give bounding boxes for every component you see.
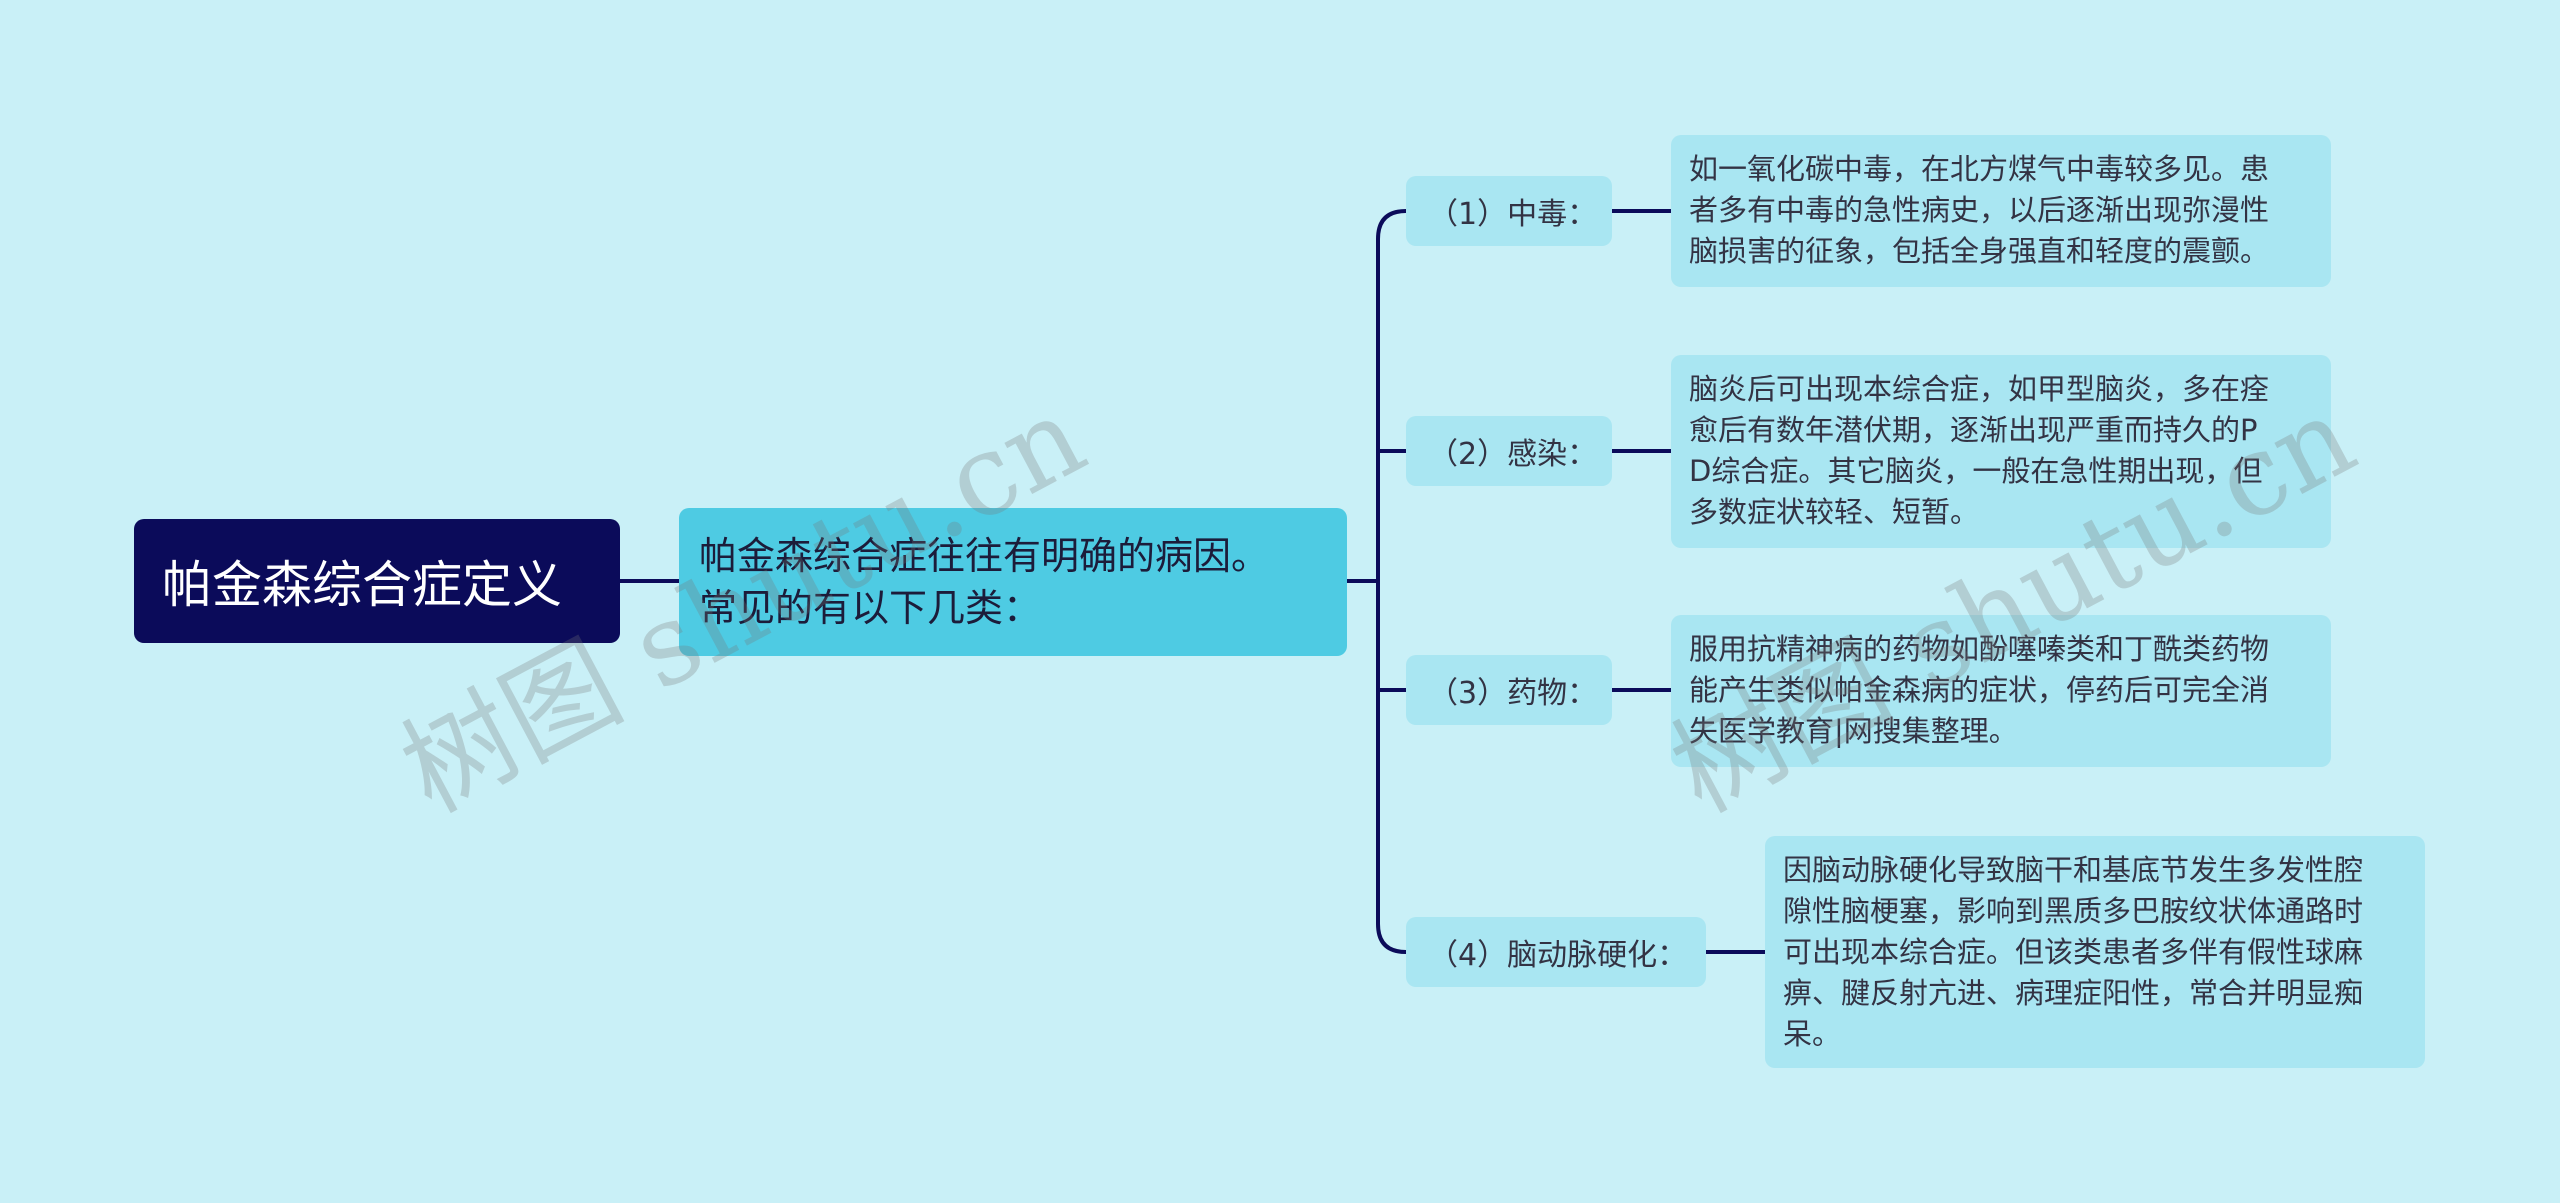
branch-label: （3）药物：	[1428, 676, 1598, 711]
root-topic-text: 帕金森综合症定义	[162, 556, 562, 614]
detail-line: 痹、腱反射亢进、病理症阳性，常合并明显痴	[1783, 976, 2364, 1010]
detail-line: 多数症状较轻、短暂。	[1689, 495, 1980, 529]
detail-line: 可出现本综合症。但该类患者多伴有假性球麻	[1783, 935, 2364, 969]
detail-line: 隙性脑梗塞，影响到黑质多巴胺纹状体通路时	[1783, 894, 2364, 928]
detail-line: 因脑动脉硬化导致脑干和基底节发生多发性腔	[1783, 853, 2364, 887]
main-topic-line: 常见的有以下几类：	[699, 586, 1042, 630]
detail-line: 呆。	[1783, 1017, 1842, 1051]
branch-topic-poisoning[interactable]: （1）中毒：	[1406, 176, 1612, 246]
branch-label: （1）中毒：	[1428, 197, 1598, 232]
root-topic[interactable]: 帕金森综合症定义	[134, 519, 620, 643]
detail-infection[interactable]: 脑炎后可出现本综合症，如甲型脑炎，多在痊 愈后有数年潜伏期，逐渐出现严重而持久的…	[1671, 355, 2331, 548]
detail-line: 如一氧化碳中毒，在北方煤气中毒较多见。患	[1689, 152, 2270, 186]
detail-line: 能产生类似帕金森病的症状，停药后可完全消	[1689, 673, 2270, 707]
trunk-connector	[1376, 209, 1408, 954]
detail-line: 脑炎后可出现本综合症，如甲型脑炎，多在痊	[1689, 372, 2270, 406]
branch-topic-arteriosclerosis[interactable]: （4）脑动脉硬化：	[1406, 917, 1706, 987]
detail-line: D综合症。其它脑炎，一般在急性期出现，但	[1689, 454, 2263, 488]
branch-label: （4）脑动脉硬化：	[1428, 938, 1688, 973]
branch-topic-infection[interactable]: （2）感染：	[1406, 416, 1612, 486]
detail-drugs[interactable]: 服用抗精神病的药物如酚噻嗪类和丁酰类药物 能产生类似帕金森病的症状，停药后可完全…	[1671, 615, 2331, 767]
detail-poisoning[interactable]: 如一氧化碳中毒，在北方煤气中毒较多见。患 者多有中毒的急性病史，以后逐渐出现弥漫…	[1671, 135, 2331, 287]
detail-line: 者多有中毒的急性病史，以后逐渐出现弥漫性	[1689, 193, 2270, 227]
detail-line: 失医学教育|网搜集整理。	[1689, 714, 2018, 748]
detail-line: 愈后有数年潜伏期，逐渐出现严重而持久的P	[1689, 413, 2258, 447]
detail-line: 脑损害的征象，包括全身强直和轻度的震颤。	[1689, 234, 2270, 268]
detail-line: 服用抗精神病的药物如酚噻嗪类和丁酰类药物	[1689, 632, 2270, 666]
branch-topic-drugs[interactable]: （3）药物：	[1406, 655, 1612, 725]
branch-label: （2）感染：	[1428, 437, 1598, 472]
main-topic-line: 帕金森综合症往往有明确的病因。	[699, 534, 1270, 578]
main-topic[interactable]: 帕金森综合症往往有明确的病因。 常见的有以下几类：	[679, 508, 1347, 656]
detail-arteriosclerosis[interactable]: 因脑动脉硬化导致脑干和基底节发生多发性腔 隙性脑梗塞，影响到黑质多巴胺纹状体通路…	[1765, 836, 2425, 1068]
